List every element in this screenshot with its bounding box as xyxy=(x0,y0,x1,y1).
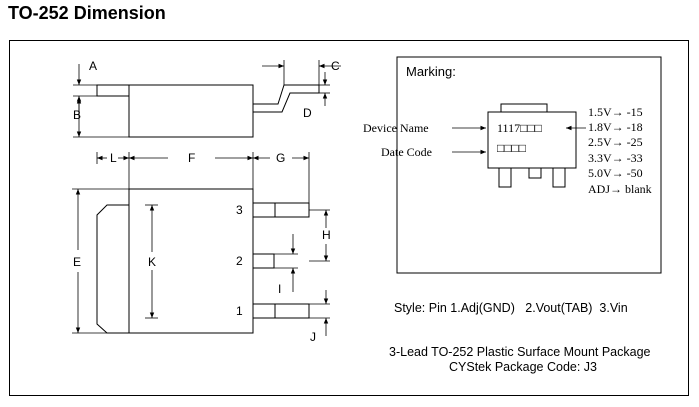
voltage-code-2: 1.8V→ -18 xyxy=(588,120,643,134)
dim-k xyxy=(145,204,158,319)
dim-label-a: A xyxy=(89,59,98,73)
package-description: 3-Lead TO-252 Plastic Surface Mount Pack… xyxy=(389,345,651,359)
dim-j xyxy=(309,290,330,336)
side-view-lead xyxy=(253,84,320,113)
drawing-frame xyxy=(9,40,689,396)
side-view xyxy=(96,84,320,138)
pin-number-2: 2 xyxy=(236,254,243,268)
dim-label-l: L xyxy=(110,151,117,165)
marking-chip-tab xyxy=(500,103,548,113)
top-view-tab xyxy=(96,204,129,334)
lead-2 xyxy=(252,253,275,269)
dim-label-h: H xyxy=(322,228,331,242)
pin-style-text: Style: Pin 1.Adj(GND) 2.Vout(TAB) 3.Vin xyxy=(394,301,628,315)
dim-lfg xyxy=(96,152,310,203)
dim-label-g: G xyxy=(276,151,286,165)
voltage-code-4: 3.3V→ -33 xyxy=(588,151,643,165)
voltage-code-1: 1.5V→ -15 xyxy=(588,105,643,119)
dim-label-c: C xyxy=(331,59,340,73)
marking-chip xyxy=(487,103,577,188)
marking-arrows xyxy=(452,125,586,155)
dim-c xyxy=(262,60,341,85)
page-title: TO-252 Dimension xyxy=(8,3,166,23)
voltage-code-3: 2.5V→ -25 xyxy=(588,135,643,149)
side-view-body xyxy=(128,84,254,138)
pin-number-3: 3 xyxy=(236,203,243,217)
voltage-code-6: ADJ→ blank xyxy=(588,182,652,196)
lead-1 xyxy=(252,303,310,319)
marking-heading: Marking: xyxy=(406,64,456,79)
top-view xyxy=(96,188,310,334)
device-code: 1117□□□ xyxy=(497,121,542,135)
dim-label-e: E xyxy=(73,255,82,269)
dim-label-i: I xyxy=(278,282,282,296)
dim-h xyxy=(309,209,330,262)
marking-chip-lead-left xyxy=(498,167,512,188)
dim-e xyxy=(72,188,129,334)
package-code: CYStek Package Code: J3 xyxy=(449,360,597,374)
dim-b xyxy=(73,98,129,138)
side-view-tab xyxy=(96,84,130,97)
date-code: □□□□ xyxy=(497,141,526,155)
dim-label-j: J xyxy=(310,330,316,344)
date-code-label: Date Code xyxy=(381,145,432,159)
dim-label-k: K xyxy=(148,255,157,269)
device-name-label: Device Name xyxy=(363,121,429,135)
lead-3 xyxy=(252,202,310,218)
marking-chip-lead-right xyxy=(552,167,566,188)
dim-label-f: F xyxy=(188,151,196,165)
marking-box xyxy=(396,56,662,274)
dim-i xyxy=(274,234,298,292)
dim-d xyxy=(319,72,330,106)
pin-number-1: 1 xyxy=(236,304,243,318)
dim-label-b: B xyxy=(73,108,82,122)
dim-label-d: D xyxy=(303,106,312,120)
marking-chip-lead-mid xyxy=(528,167,542,179)
voltage-code-5: 5.0V→ -50 xyxy=(588,166,643,180)
